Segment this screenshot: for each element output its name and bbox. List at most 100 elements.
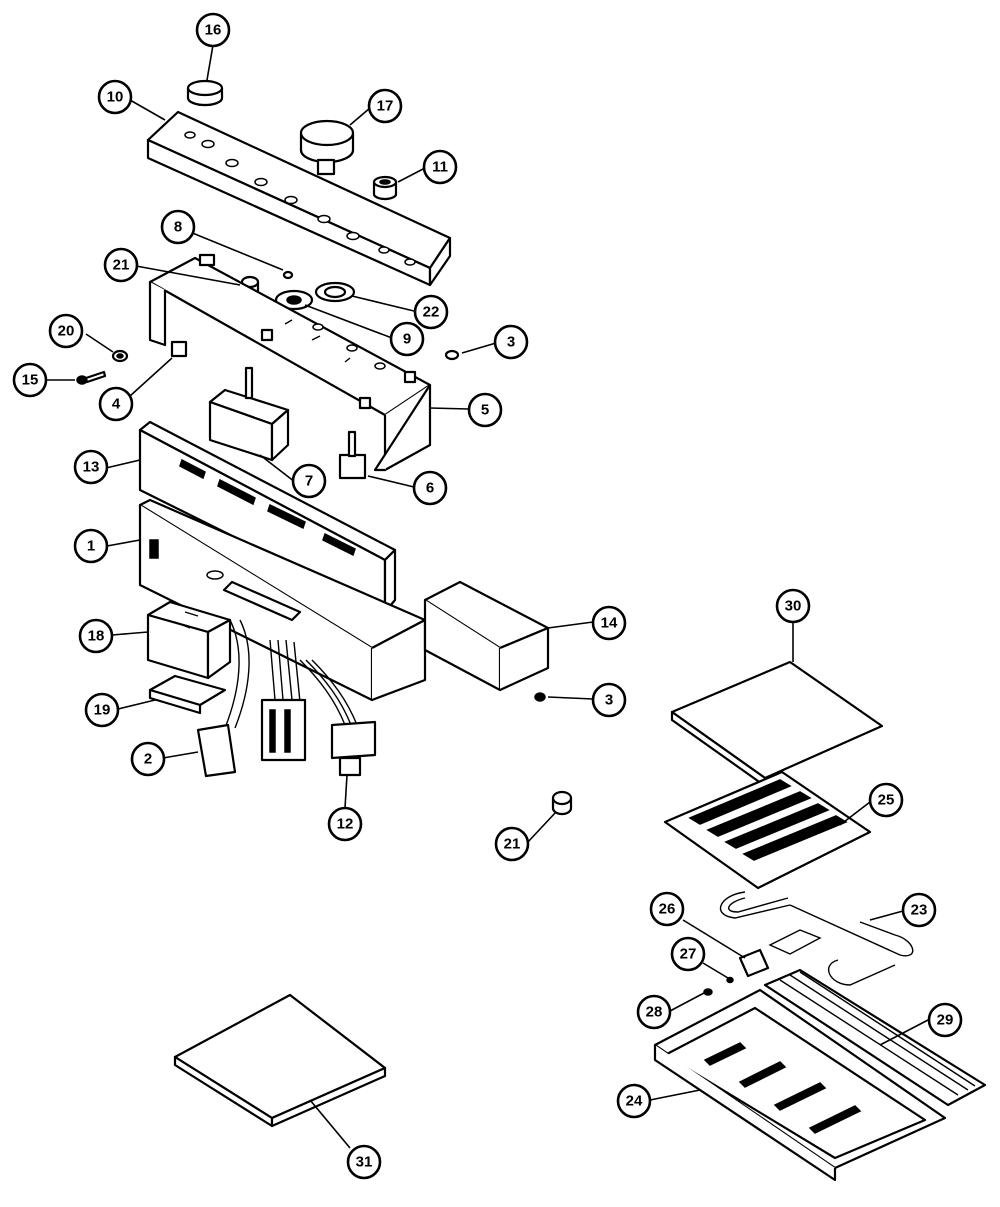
part-24-drip-tray bbox=[653, 988, 947, 1182]
svg-text:14: 14 bbox=[601, 615, 618, 632]
svg-text:25: 25 bbox=[878, 792, 895, 809]
svg-text:4: 4 bbox=[112, 396, 121, 413]
callout-26: 26 bbox=[649, 891, 685, 927]
callout-14: 14 bbox=[591, 605, 627, 641]
part-30-cover bbox=[670, 660, 884, 788]
part-21-bushing-lower bbox=[551, 790, 573, 816]
callout-6: 6 bbox=[412, 470, 448, 506]
callout-19: 19 bbox=[84, 692, 120, 728]
svg-text:10: 10 bbox=[107, 89, 124, 106]
part-31-panel bbox=[173, 993, 387, 1128]
svg-text:12: 12 bbox=[337, 816, 354, 833]
callout-23: 23 bbox=[901, 892, 937, 928]
svg-text:29: 29 bbox=[937, 1012, 954, 1029]
callout-5: 5 bbox=[467, 392, 503, 428]
callout-20: 20 bbox=[48, 313, 84, 349]
part-1-housing bbox=[138, 498, 427, 702]
svg-text:17: 17 bbox=[377, 98, 394, 115]
svg-text:21: 21 bbox=[113, 257, 130, 274]
leader-lines bbox=[46, 44, 929, 1149]
svg-text:1: 1 bbox=[87, 538, 95, 555]
svg-text:13: 13 bbox=[83, 459, 100, 476]
svg-text:28: 28 bbox=[646, 1004, 663, 1021]
part-23-element bbox=[719, 891, 914, 986]
part-19-plate bbox=[148, 674, 227, 715]
callout-3-lower: 3 bbox=[591, 682, 627, 718]
callout-13: 13 bbox=[73, 449, 109, 485]
part-28-nut bbox=[703, 988, 713, 996]
callout-18: 18 bbox=[78, 618, 114, 654]
part-2-connector bbox=[196, 619, 250, 778]
svg-text:24: 24 bbox=[626, 1093, 643, 1110]
callout-8: 8 bbox=[160, 209, 196, 245]
svg-text:27: 27 bbox=[680, 946, 697, 963]
callout-25: 25 bbox=[868, 782, 904, 818]
part-6-switch bbox=[338, 430, 367, 480]
svg-text:30: 30 bbox=[785, 598, 802, 615]
callout-11: 11 bbox=[422, 149, 458, 185]
callout-27: 27 bbox=[670, 936, 706, 972]
svg-text:8: 8 bbox=[174, 219, 182, 236]
svg-text:18: 18 bbox=[88, 628, 105, 645]
callout-7: 7 bbox=[291, 463, 327, 499]
svg-text:15: 15 bbox=[22, 372, 39, 389]
svg-text:3: 3 bbox=[605, 692, 613, 709]
callout-21-upper: 21 bbox=[103, 247, 139, 283]
part-18-transformer bbox=[146, 600, 232, 680]
part-13-rail bbox=[138, 420, 397, 614]
part-20-washer bbox=[111, 349, 129, 363]
callout-1: 1 bbox=[73, 528, 109, 564]
part-27-screw bbox=[726, 976, 734, 984]
svg-text:31: 31 bbox=[356, 1154, 373, 1171]
part-15-screw bbox=[76, 370, 107, 385]
part-5-bracket bbox=[148, 253, 432, 472]
callout-29: 29 bbox=[927, 1002, 963, 1038]
svg-text:5: 5 bbox=[481, 402, 489, 419]
callout-21-lower: 21 bbox=[494, 826, 530, 862]
part-16-knob-cap bbox=[186, 79, 224, 107]
svg-text:2: 2 bbox=[144, 751, 152, 768]
svg-text:16: 16 bbox=[205, 22, 222, 39]
svg-text:21: 21 bbox=[504, 836, 521, 853]
svg-text:26: 26 bbox=[659, 901, 676, 918]
part-8-screw bbox=[282, 270, 294, 280]
callout-22: 22 bbox=[413, 294, 449, 330]
svg-text:19: 19 bbox=[94, 702, 111, 719]
svg-text:6: 6 bbox=[426, 480, 434, 497]
part-29-grate bbox=[763, 968, 987, 1107]
callout-17: 17 bbox=[367, 88, 403, 124]
part-9-washer bbox=[274, 289, 314, 311]
callout-12: 12 bbox=[327, 806, 363, 842]
svg-text:7: 7 bbox=[305, 473, 313, 490]
part-12-harness bbox=[260, 639, 377, 777]
callout-3-upper: 3 bbox=[493, 324, 529, 360]
callout-4: 4 bbox=[98, 386, 134, 422]
svg-text:11: 11 bbox=[432, 159, 448, 176]
callout-30: 30 bbox=[775, 588, 811, 624]
callouts: 16 10 17 11 8 21 22 9 3 20 15 4 5 13 7 6… bbox=[12, 12, 963, 1180]
svg-text:3: 3 bbox=[507, 334, 515, 351]
part-25-grille bbox=[663, 770, 872, 890]
callout-16: 16 bbox=[195, 12, 231, 48]
part-10-control-panel bbox=[146, 110, 452, 287]
part-11-small-knob bbox=[372, 175, 398, 201]
callout-10: 10 bbox=[97, 79, 133, 115]
part-14-cover-box bbox=[423, 580, 550, 692]
svg-text:9: 9 bbox=[403, 331, 411, 348]
svg-text:23: 23 bbox=[911, 902, 928, 919]
part-7-switch-box bbox=[208, 366, 290, 462]
callout-31: 31 bbox=[346, 1144, 382, 1180]
callout-15: 15 bbox=[12, 362, 48, 398]
callout-9: 9 bbox=[389, 321, 425, 357]
callout-24: 24 bbox=[616, 1083, 652, 1119]
part-3-nut-lower bbox=[534, 692, 546, 702]
part-22-washer bbox=[314, 281, 356, 303]
svg-text:22: 22 bbox=[423, 304, 440, 321]
callout-2: 2 bbox=[130, 741, 166, 777]
callout-28: 28 bbox=[636, 994, 672, 1030]
svg-text:20: 20 bbox=[58, 323, 75, 340]
part-26-clip bbox=[738, 948, 770, 978]
part-3-nut-upper bbox=[444, 349, 460, 361]
part-17-large-knob bbox=[299, 119, 355, 176]
